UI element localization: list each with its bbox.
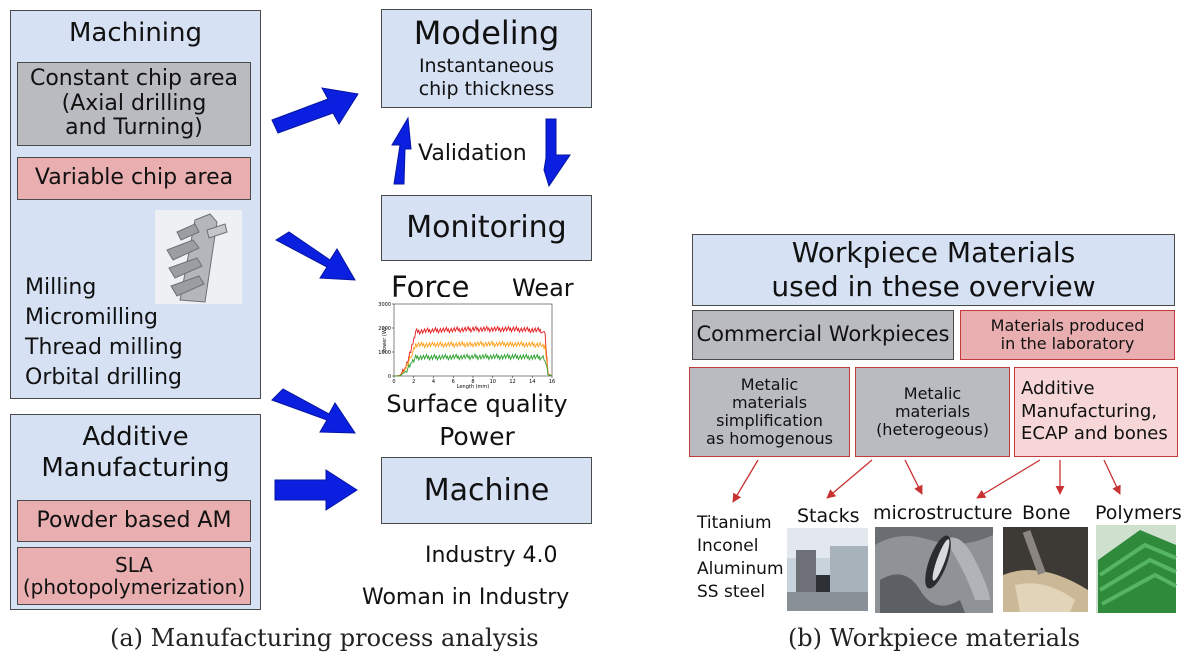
- x-axis-label: Length (mm): [457, 384, 490, 390]
- stacks-photo: [787, 528, 868, 611]
- x-tick-label: 16: [549, 379, 555, 385]
- x-tick-label: 12: [509, 379, 515, 385]
- heterogeous-materials-box: Metalic materials (heterogeous): [855, 367, 1010, 457]
- x-tick-label: 14: [529, 379, 535, 385]
- x-tick-label: 6: [452, 379, 455, 385]
- bone-photo: [1003, 527, 1088, 612]
- commercial-workpieces-box: Commercial Workpieces: [692, 310, 954, 360]
- machining-title: Machining: [68, 18, 203, 48]
- woman-in-industry-label: Woman in Industry: [362, 585, 570, 610]
- arrow-icon: [732, 459, 759, 503]
- modeling-box: [381, 9, 592, 108]
- validation-label: Validation: [418, 141, 527, 166]
- y-axis-label: Power (W): [382, 327, 388, 353]
- x-tick-label: 0: [392, 379, 395, 385]
- x-tick-label: 10: [490, 379, 496, 385]
- arrow-icon: [391, 116, 412, 185]
- modeling-subtitle: Instantaneous chip thickness: [418, 55, 555, 100]
- arrow-icon: [543, 118, 571, 188]
- machine-box: Machine: [381, 457, 592, 524]
- variable-chip-area-box: Variable chip area: [17, 157, 251, 200]
- modeling-title: Modeling: [413, 14, 560, 52]
- arrow-icon: [271, 87, 359, 134]
- arrow-icon: [904, 459, 923, 495]
- material-titanium: Titanium: [697, 513, 772, 533]
- surface-quality-label: Surface quality: [386, 390, 568, 418]
- industry-4-label: Industry 4.0: [425, 543, 558, 568]
- material-ss-steel: SS steel: [697, 582, 766, 602]
- material-inconel: Inconel: [697, 536, 759, 556]
- process-micromilling: Micromilling: [25, 305, 158, 330]
- y-tick-label: 1000: [378, 350, 391, 356]
- arrow-icon: [271, 388, 356, 434]
- power-series-line: [394, 352, 553, 377]
- polymers-label: Polymers: [1095, 502, 1181, 524]
- monitoring-box: Monitoring: [381, 195, 592, 261]
- process-orbital-drilling: Orbital drilling: [25, 365, 183, 390]
- power-series-line: [393, 325, 553, 377]
- lab-materials-box: Materials produced in the laboratory: [960, 310, 1175, 360]
- material-aluminum: Aluminum: [697, 559, 784, 579]
- drill-tool-image: [155, 210, 242, 304]
- powder-based-am-box: Powder based AM: [17, 500, 251, 542]
- sla-box: SLA (photopolymerization): [17, 547, 251, 605]
- constant-chip-area-box: Constant chip area (Axial drilling and T…: [17, 62, 251, 146]
- arrow-icon: [826, 459, 873, 499]
- y-tick-label: 2000: [378, 326, 391, 332]
- homogenous-materials-box: Metalic materials simplification as homo…: [689, 367, 850, 457]
- x-tick-label: 4: [432, 379, 435, 385]
- polymers-photo: [1096, 525, 1177, 613]
- microstructure-label: microstructure: [873, 502, 1013, 524]
- arrow-icon: [274, 469, 358, 511]
- stacks-label: Stacks: [797, 505, 860, 527]
- arrow-icon: [976, 459, 1041, 499]
- process-thread-milling: Thread milling: [25, 335, 183, 360]
- power-series-line: [394, 340, 553, 377]
- caption-b: (b) Workpiece materials: [787, 624, 1081, 652]
- microstructure-photo: [875, 527, 993, 613]
- x-tick-label: 2: [412, 379, 415, 385]
- arrow-icon: [1103, 459, 1121, 495]
- power-label: Power: [439, 422, 515, 451]
- x-tick-label: 8: [471, 379, 474, 385]
- y-tick-label: 0: [388, 374, 391, 380]
- additive-ecap-bones-box: Additive Manufacturing, ECAP and bones: [1014, 367, 1178, 457]
- y-tick-label: 3000: [378, 302, 391, 308]
- process-milling: Milling: [25, 275, 97, 300]
- additive-manufacturing-title: Additive Manufacturing: [41, 422, 230, 484]
- arrow-icon: [274, 231, 356, 281]
- additive-ecap-bones-label: Additive Manufacturing, ECAP and bones: [1021, 378, 1168, 445]
- caption-a: (a) Manufacturing process analysis: [110, 624, 539, 652]
- workpiece-materials-header: Workpiece Materials used in these overvi…: [692, 234, 1175, 306]
- bone-label: Bone: [1022, 502, 1071, 524]
